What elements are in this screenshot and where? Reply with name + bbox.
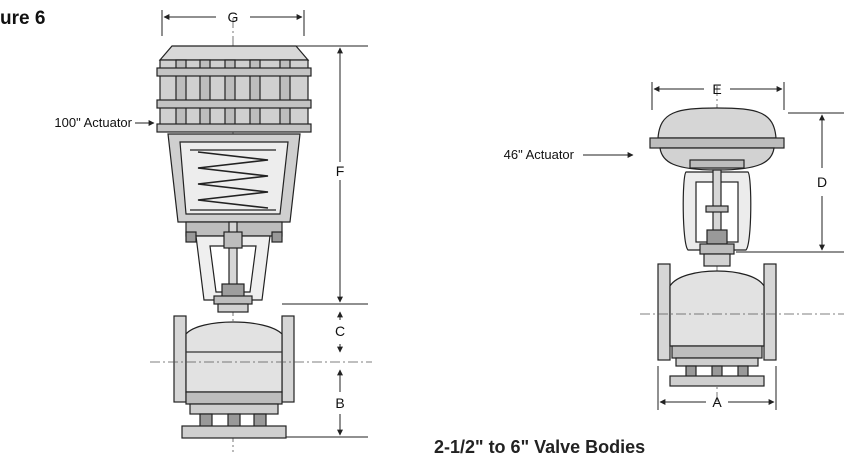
figure-title: ure 6 bbox=[0, 8, 46, 29]
left-valve-assembly bbox=[156, 18, 312, 452]
dimension-a-label: A bbox=[712, 394, 722, 410]
right-body-flange-left bbox=[657, 263, 671, 361]
dimension-f-label: F bbox=[336, 163, 345, 179]
dimension-g-label: G bbox=[228, 9, 239, 25]
right-dimensions bbox=[583, 82, 844, 410]
actuator-46-label: 46" Actuator bbox=[504, 147, 575, 162]
dimension-e-label: E bbox=[712, 81, 721, 97]
actuator-spring bbox=[197, 151, 269, 209]
valve-body-right bbox=[669, 270, 765, 347]
right-body-flange-right bbox=[763, 263, 777, 361]
left-body-flange-left bbox=[173, 315, 187, 403]
actuator-dome bbox=[657, 107, 777, 139]
dimension-d-label: D bbox=[817, 174, 827, 190]
actuator-100-label: 100" Actuator bbox=[54, 115, 132, 130]
dimension-b-label: B bbox=[335, 395, 344, 411]
dimension-c-label: C bbox=[335, 323, 345, 339]
figure-caption: 2-1/2" to 6" Valve Bodies bbox=[434, 437, 646, 457]
left-body-flange-right bbox=[281, 315, 295, 403]
left-dimensions bbox=[135, 10, 368, 438]
valve-body bbox=[185, 321, 283, 393]
right-valve-assembly bbox=[649, 86, 785, 404]
actuator-top-cap bbox=[158, 45, 310, 61]
